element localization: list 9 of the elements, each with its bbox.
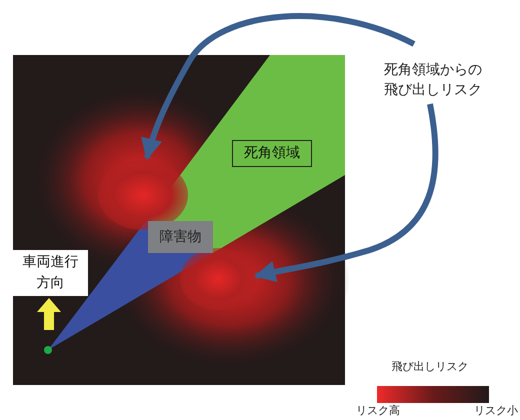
blind-spot-label: 死角領域 bbox=[232, 140, 312, 167]
curved-arrow bbox=[141, 13, 416, 160]
scale-label: リスク高 bbox=[356, 404, 401, 418]
obstacle-box: 障害物 bbox=[148, 221, 213, 253]
scale-label: リスク小 bbox=[473, 404, 518, 418]
scale-title: 飛び出しリスク bbox=[390, 360, 470, 374]
direction-label: 車両進行方向 bbox=[13, 250, 88, 296]
curved-arrow bbox=[254, 104, 438, 282]
risk-caption: 死角領域からの飛び出しリスク bbox=[380, 60, 486, 104]
